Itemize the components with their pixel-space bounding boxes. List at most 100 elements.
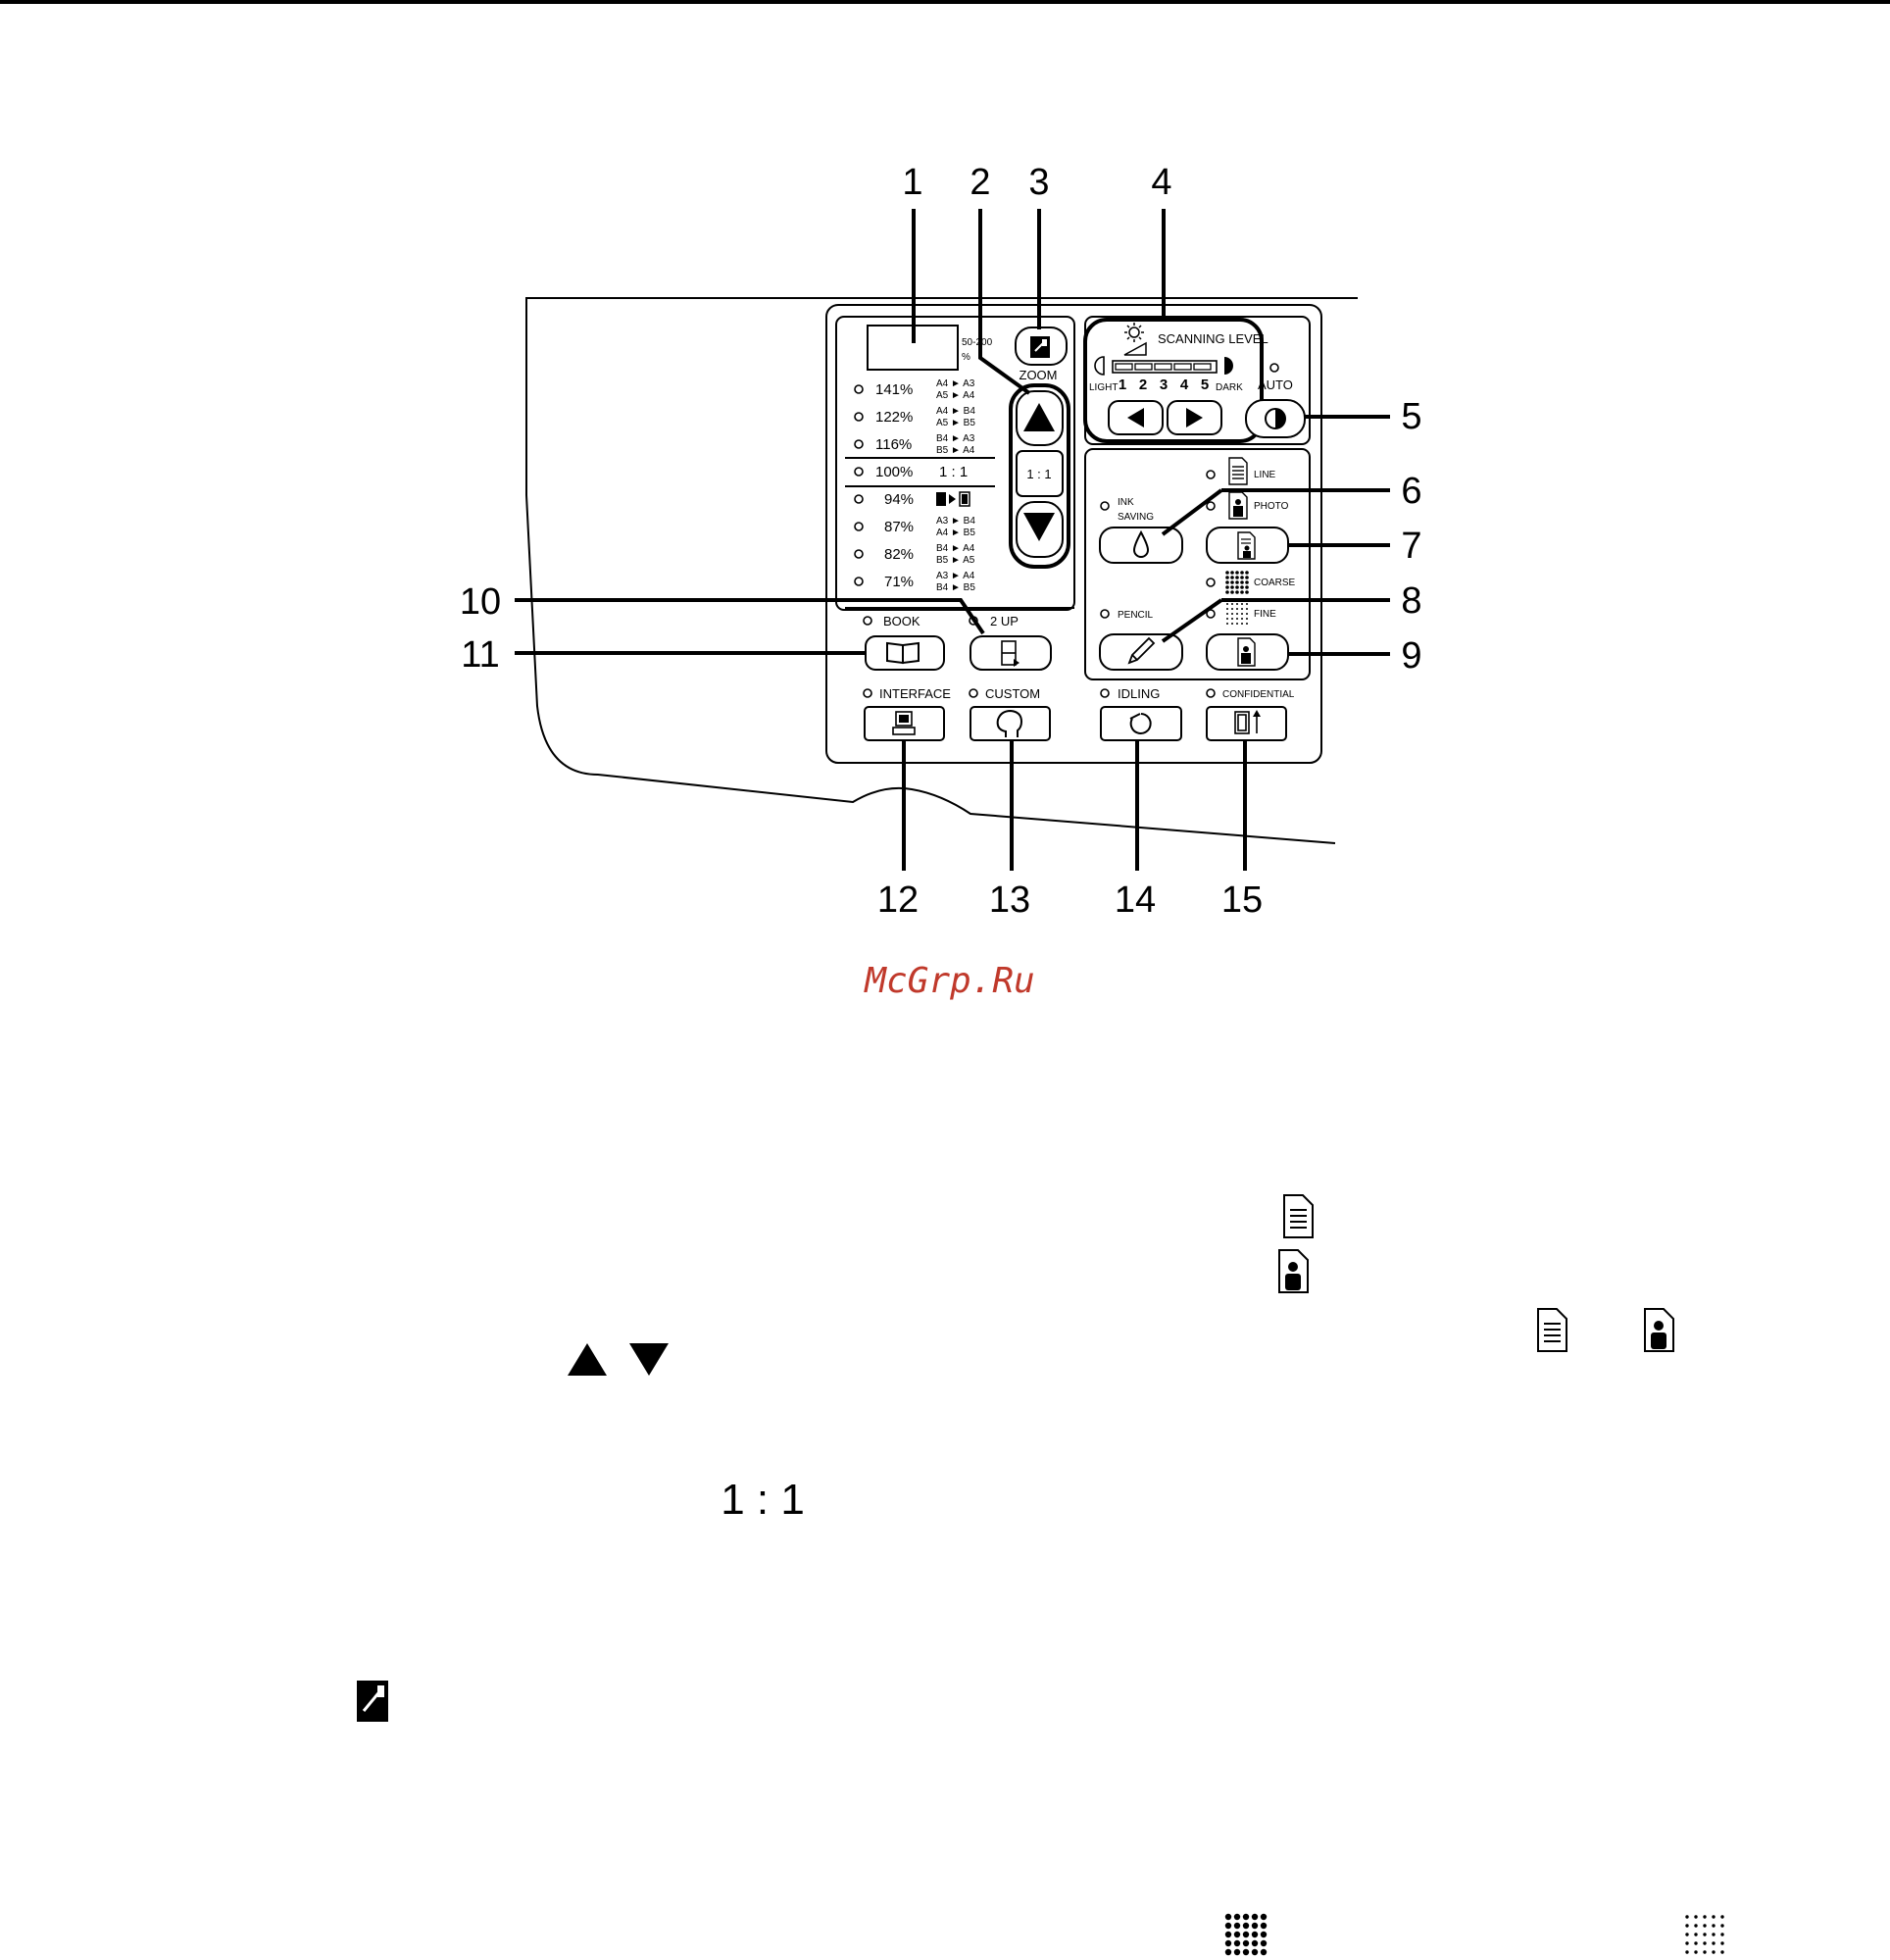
- interface-led: [863, 688, 872, 698]
- coarse-label: COARSE: [1254, 578, 1296, 588]
- ratio-122[interactable]: 122% A4 ► B4 A5 ► B5: [854, 406, 975, 428]
- coarse-fine-button[interactable]: [1206, 633, 1289, 671]
- svg-text:82%: 82%: [884, 546, 914, 563]
- pencil-label: PENCIL: [1118, 610, 1154, 621]
- svg-text:B5 ► A5: B5 ► A5: [936, 555, 975, 566]
- panel-frame: [825, 304, 1322, 764]
- svg-text:100%: 100%: [875, 464, 913, 480]
- svg-text:A5 ► B5: A5 ► B5: [936, 418, 975, 428]
- ink-drop-icon: [1132, 529, 1150, 558]
- idling-button[interactable]: [1100, 706, 1182, 741]
- ratio-87[interactable]: 87% A3 ► B4 A4 ► B5: [854, 516, 975, 538]
- coarse-led: [1206, 578, 1216, 587]
- ratio-71[interactable]: 71% A3 ► A4 B4 ► B5: [854, 571, 975, 593]
- computer-icon: [892, 711, 916, 735]
- line-photo-button[interactable]: [1206, 527, 1289, 564]
- callout-2: 2: [970, 162, 990, 203]
- scanning-level-label: SCANNING LEVEL: [1158, 331, 1268, 346]
- two-up-button[interactable]: [970, 635, 1052, 671]
- ratio-141[interactable]: 141% A4 ► A3 A5 ► A4: [854, 378, 975, 401]
- custom-button[interactable]: [970, 706, 1051, 741]
- ink-label-2: SAVING: [1118, 512, 1154, 523]
- confidential-icon: [1234, 710, 1261, 734]
- svg-text:A4 ► B5: A4 ► B5: [936, 528, 975, 538]
- body-triangle-down-icon: [629, 1343, 669, 1376]
- svg-text:94%: 94%: [884, 491, 914, 508]
- interface-label: INTERFACE: [879, 686, 951, 701]
- body-triangle-up-icon: [568, 1343, 607, 1376]
- callout-3: 3: [1028, 162, 1049, 203]
- ratio-82[interactable]: 82% B4 ► A4 B5 ► A5: [854, 543, 975, 566]
- svg-text:116%: 116%: [875, 436, 912, 453]
- body-coarse-dots-icon: [1224, 1913, 1268, 1956]
- idling-led: [1100, 688, 1110, 698]
- confidential-label: CONFIDENTIAL: [1222, 689, 1295, 700]
- custom-led: [969, 688, 978, 698]
- photo-led: [1206, 501, 1216, 511]
- callout-6: 6: [1401, 471, 1421, 512]
- one-to-one-label: 1 : 1: [1026, 467, 1051, 481]
- level-5: 5: [1201, 377, 1209, 393]
- two-up-icon: [1001, 640, 1020, 667]
- ink-label-1: INK: [1118, 497, 1134, 508]
- callout-9: 9: [1401, 635, 1421, 677]
- line-photo-icon: [1237, 531, 1256, 560]
- callout-13: 13: [989, 879, 1030, 921]
- photo-person-icon: [1228, 491, 1248, 520]
- level-2: 2: [1139, 377, 1147, 393]
- book-label: BOOK: [883, 614, 920, 628]
- svg-text:B4 ► B5: B4 ► B5: [936, 582, 975, 593]
- callout-7: 7: [1401, 526, 1421, 567]
- ratio-100[interactable]: 100% 1 : 1: [854, 464, 968, 480]
- zoom-up-button[interactable]: [1016, 390, 1064, 446]
- scan-lighter-button[interactable]: [1108, 400, 1164, 435]
- body-zoom-icon: [357, 1681, 388, 1722]
- confidential-button[interactable]: [1206, 706, 1287, 741]
- auto-button[interactable]: [1245, 399, 1306, 438]
- zoom-unit-label: %: [962, 352, 970, 363]
- body-photo-icon-2: [1644, 1308, 1674, 1352]
- body-one-to-one: 1 : 1: [721, 1476, 805, 1524]
- line-led: [1206, 470, 1216, 479]
- book-button[interactable]: [865, 635, 945, 671]
- callout-12: 12: [877, 879, 919, 921]
- scan-darker-button[interactable]: [1167, 400, 1222, 435]
- line-label: LINE: [1254, 470, 1276, 480]
- ratio-94[interactable]: 94%: [854, 491, 970, 508]
- zoom-button[interactable]: [1015, 327, 1068, 366]
- level-1: 1: [1119, 377, 1126, 393]
- svg-text:1 : 1: 1 : 1: [939, 464, 968, 480]
- auto-contrast-icon: [1265, 408, 1286, 429]
- level-indicator: [1112, 360, 1218, 374]
- zoom-down-button[interactable]: [1016, 501, 1064, 558]
- triangle-left-icon: [1127, 408, 1144, 427]
- body-photo-icon-1: [1278, 1249, 1309, 1293]
- mode-inner-frame: [1084, 448, 1311, 680]
- callout-5: 5: [1401, 396, 1421, 437]
- pencil-led: [1100, 609, 1110, 619]
- ratio-116[interactable]: 116% B4 ► A3 B5 ► A4: [854, 433, 975, 456]
- callout-11: 11: [461, 634, 499, 676]
- pencil-button[interactable]: [1099, 633, 1183, 671]
- svg-text:B5 ► A4: B5 ► A4: [936, 445, 975, 456]
- confidential-led: [1206, 688, 1216, 698]
- one-to-one-button[interactable]: 1 : 1: [1016, 450, 1064, 497]
- callout-14: 14: [1115, 879, 1156, 921]
- custom-head-icon: [996, 709, 1023, 737]
- callout-numbers: 1 2 3 4 5 6 7 8 9 10 11 12 13 14 15: [460, 162, 1422, 921]
- light-label: LIGHT: [1089, 382, 1118, 393]
- svg-text:A4 ► A3: A4 ► A3: [936, 378, 975, 389]
- ink-saving-button[interactable]: [1099, 527, 1183, 564]
- interface-button[interactable]: [864, 706, 945, 741]
- coarse-fine-icon: [1237, 637, 1256, 667]
- svg-text:A3 ► B4: A3 ► B4: [936, 516, 975, 527]
- zoom-icon: [1030, 336, 1050, 358]
- line-doc-icon: [1228, 457, 1248, 485]
- left-inner-frame: [835, 316, 1075, 611]
- photo-label: PHOTO: [1254, 501, 1289, 512]
- auto-led: [1269, 363, 1279, 373]
- book-led: [863, 616, 872, 626]
- svg-text:B4 ► A4: B4 ► A4: [936, 543, 975, 554]
- pencil-icon: [1127, 636, 1156, 665]
- ratio-list: 141% A4 ► A3 A5 ► A4 122% A4 ► B4 A5 ► B…: [845, 378, 995, 593]
